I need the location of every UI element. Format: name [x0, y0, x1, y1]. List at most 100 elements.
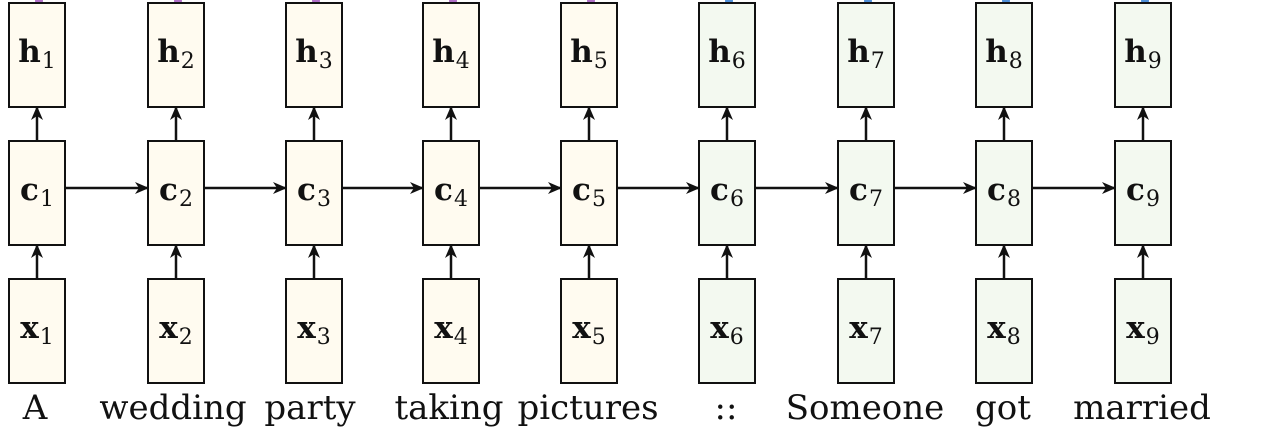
x-symbol: x6 [710, 310, 744, 350]
x-node: x7 [837, 278, 895, 384]
x-symbol: x8 [987, 310, 1021, 350]
c-symbol: c6 [710, 172, 744, 212]
c-node: c9 [1114, 140, 1172, 246]
timestep-column: h5 c5 x5 [560, 0, 618, 446]
h-symbol: h9 [1124, 34, 1162, 74]
x-subscript: 9 [1145, 325, 1160, 350]
c-symbol: c1 [20, 172, 54, 212]
timestep-column: h4 c4 x4 [422, 0, 480, 446]
h-node: h5 [560, 2, 618, 108]
c-node: c7 [837, 140, 895, 246]
input-word: got [975, 388, 1031, 428]
c-subscript: 5 [591, 187, 606, 212]
x-node: x8 [975, 278, 1033, 384]
c-subscript: 6 [729, 187, 744, 212]
c-symbol: c4 [434, 172, 468, 212]
h-node: h4 [422, 2, 480, 108]
x-subscript: 2 [178, 325, 193, 350]
input-word: party [264, 388, 356, 428]
h-node: h9 [1114, 2, 1172, 108]
h-node: h7 [837, 2, 895, 108]
x-subscript: 7 [868, 325, 883, 350]
c-node: c3 [285, 140, 343, 246]
h-subscript: 8 [1008, 49, 1023, 74]
x-symbol: x7 [849, 310, 883, 350]
h-subscript: 6 [731, 49, 746, 74]
x-symbol: x1 [20, 310, 54, 350]
timestep-column: h7 c7 x7 [837, 0, 895, 446]
h-subscript: 1 [41, 49, 56, 74]
input-word: Someone [785, 388, 945, 428]
c-subscript: 2 [178, 187, 193, 212]
input-word: pictures [517, 388, 659, 428]
h-subscript: 9 [1147, 49, 1162, 74]
x-symbol: x3 [297, 310, 331, 350]
timestep-column: h6 c6 x6 [698, 0, 756, 446]
input-word: married [1073, 388, 1211, 428]
timestep-column: h9 c9 x9 [1114, 0, 1172, 446]
c-node: c5 [560, 140, 618, 246]
h-subscript: 7 [870, 49, 885, 74]
h-symbol: h4 [432, 34, 470, 74]
c-subscript: 3 [316, 187, 331, 212]
c-subscript: 7 [868, 187, 883, 212]
x-node: x2 [147, 278, 205, 384]
c-node: c4 [422, 140, 480, 246]
h-symbol: h7 [847, 34, 885, 74]
h-subscript: 5 [593, 49, 608, 74]
h-subscript: 2 [180, 49, 195, 74]
c-symbol: c7 [849, 172, 883, 212]
h-subscript: 3 [318, 49, 333, 74]
c-subscript: 4 [453, 187, 468, 212]
c-node: c2 [147, 140, 205, 246]
c-symbol: c3 [297, 172, 331, 212]
h-symbol: h3 [295, 34, 333, 74]
c-node: c1 [8, 140, 66, 246]
timestep-column: h8 c8 x8 [975, 0, 1033, 446]
h-node: h1 [8, 2, 66, 108]
c-node: c6 [698, 140, 756, 246]
c-symbol: c5 [572, 172, 606, 212]
c-symbol: c8 [987, 172, 1021, 212]
h-subscript: 4 [455, 49, 470, 74]
x-symbol: x5 [572, 310, 606, 350]
c-symbol: c2 [159, 172, 193, 212]
c-subscript: 1 [39, 187, 54, 212]
c-subscript: 8 [1006, 187, 1021, 212]
x-node: x9 [1114, 278, 1172, 384]
x-symbol: x9 [1126, 310, 1160, 350]
x-subscript: 4 [453, 325, 468, 350]
input-word: taking [394, 388, 504, 428]
h-symbol: h1 [18, 34, 56, 74]
x-node: x4 [422, 278, 480, 384]
timestep-column: h2 c2 x2 [147, 0, 205, 446]
timestep-column: h1 c1 x1 [8, 0, 66, 446]
c-node: c8 [975, 140, 1033, 246]
input-word: :: [714, 388, 738, 428]
h-symbol: h6 [708, 34, 746, 74]
h-node: h6 [698, 2, 756, 108]
x-node: x5 [560, 278, 618, 384]
x-node: x3 [285, 278, 343, 384]
input-word: wedding [99, 388, 247, 428]
x-subscript: 1 [39, 325, 54, 350]
input-word: A [22, 388, 48, 428]
h-node: h8 [975, 2, 1033, 108]
h-symbol: h8 [985, 34, 1023, 74]
c-subscript: 9 [1145, 187, 1160, 212]
x-subscript: 6 [729, 325, 744, 350]
c-symbol: c9 [1126, 172, 1160, 212]
h-node: h2 [147, 2, 205, 108]
x-node: x1 [8, 278, 66, 384]
x-node: x6 [698, 278, 756, 384]
h-symbol: h5 [570, 34, 608, 74]
x-subscript: 5 [591, 325, 606, 350]
x-subscript: 3 [316, 325, 331, 350]
h-symbol: h2 [157, 34, 195, 74]
h-node: h3 [285, 2, 343, 108]
x-symbol: x4 [434, 310, 468, 350]
x-subscript: 8 [1006, 325, 1021, 350]
x-symbol: x2 [159, 310, 193, 350]
